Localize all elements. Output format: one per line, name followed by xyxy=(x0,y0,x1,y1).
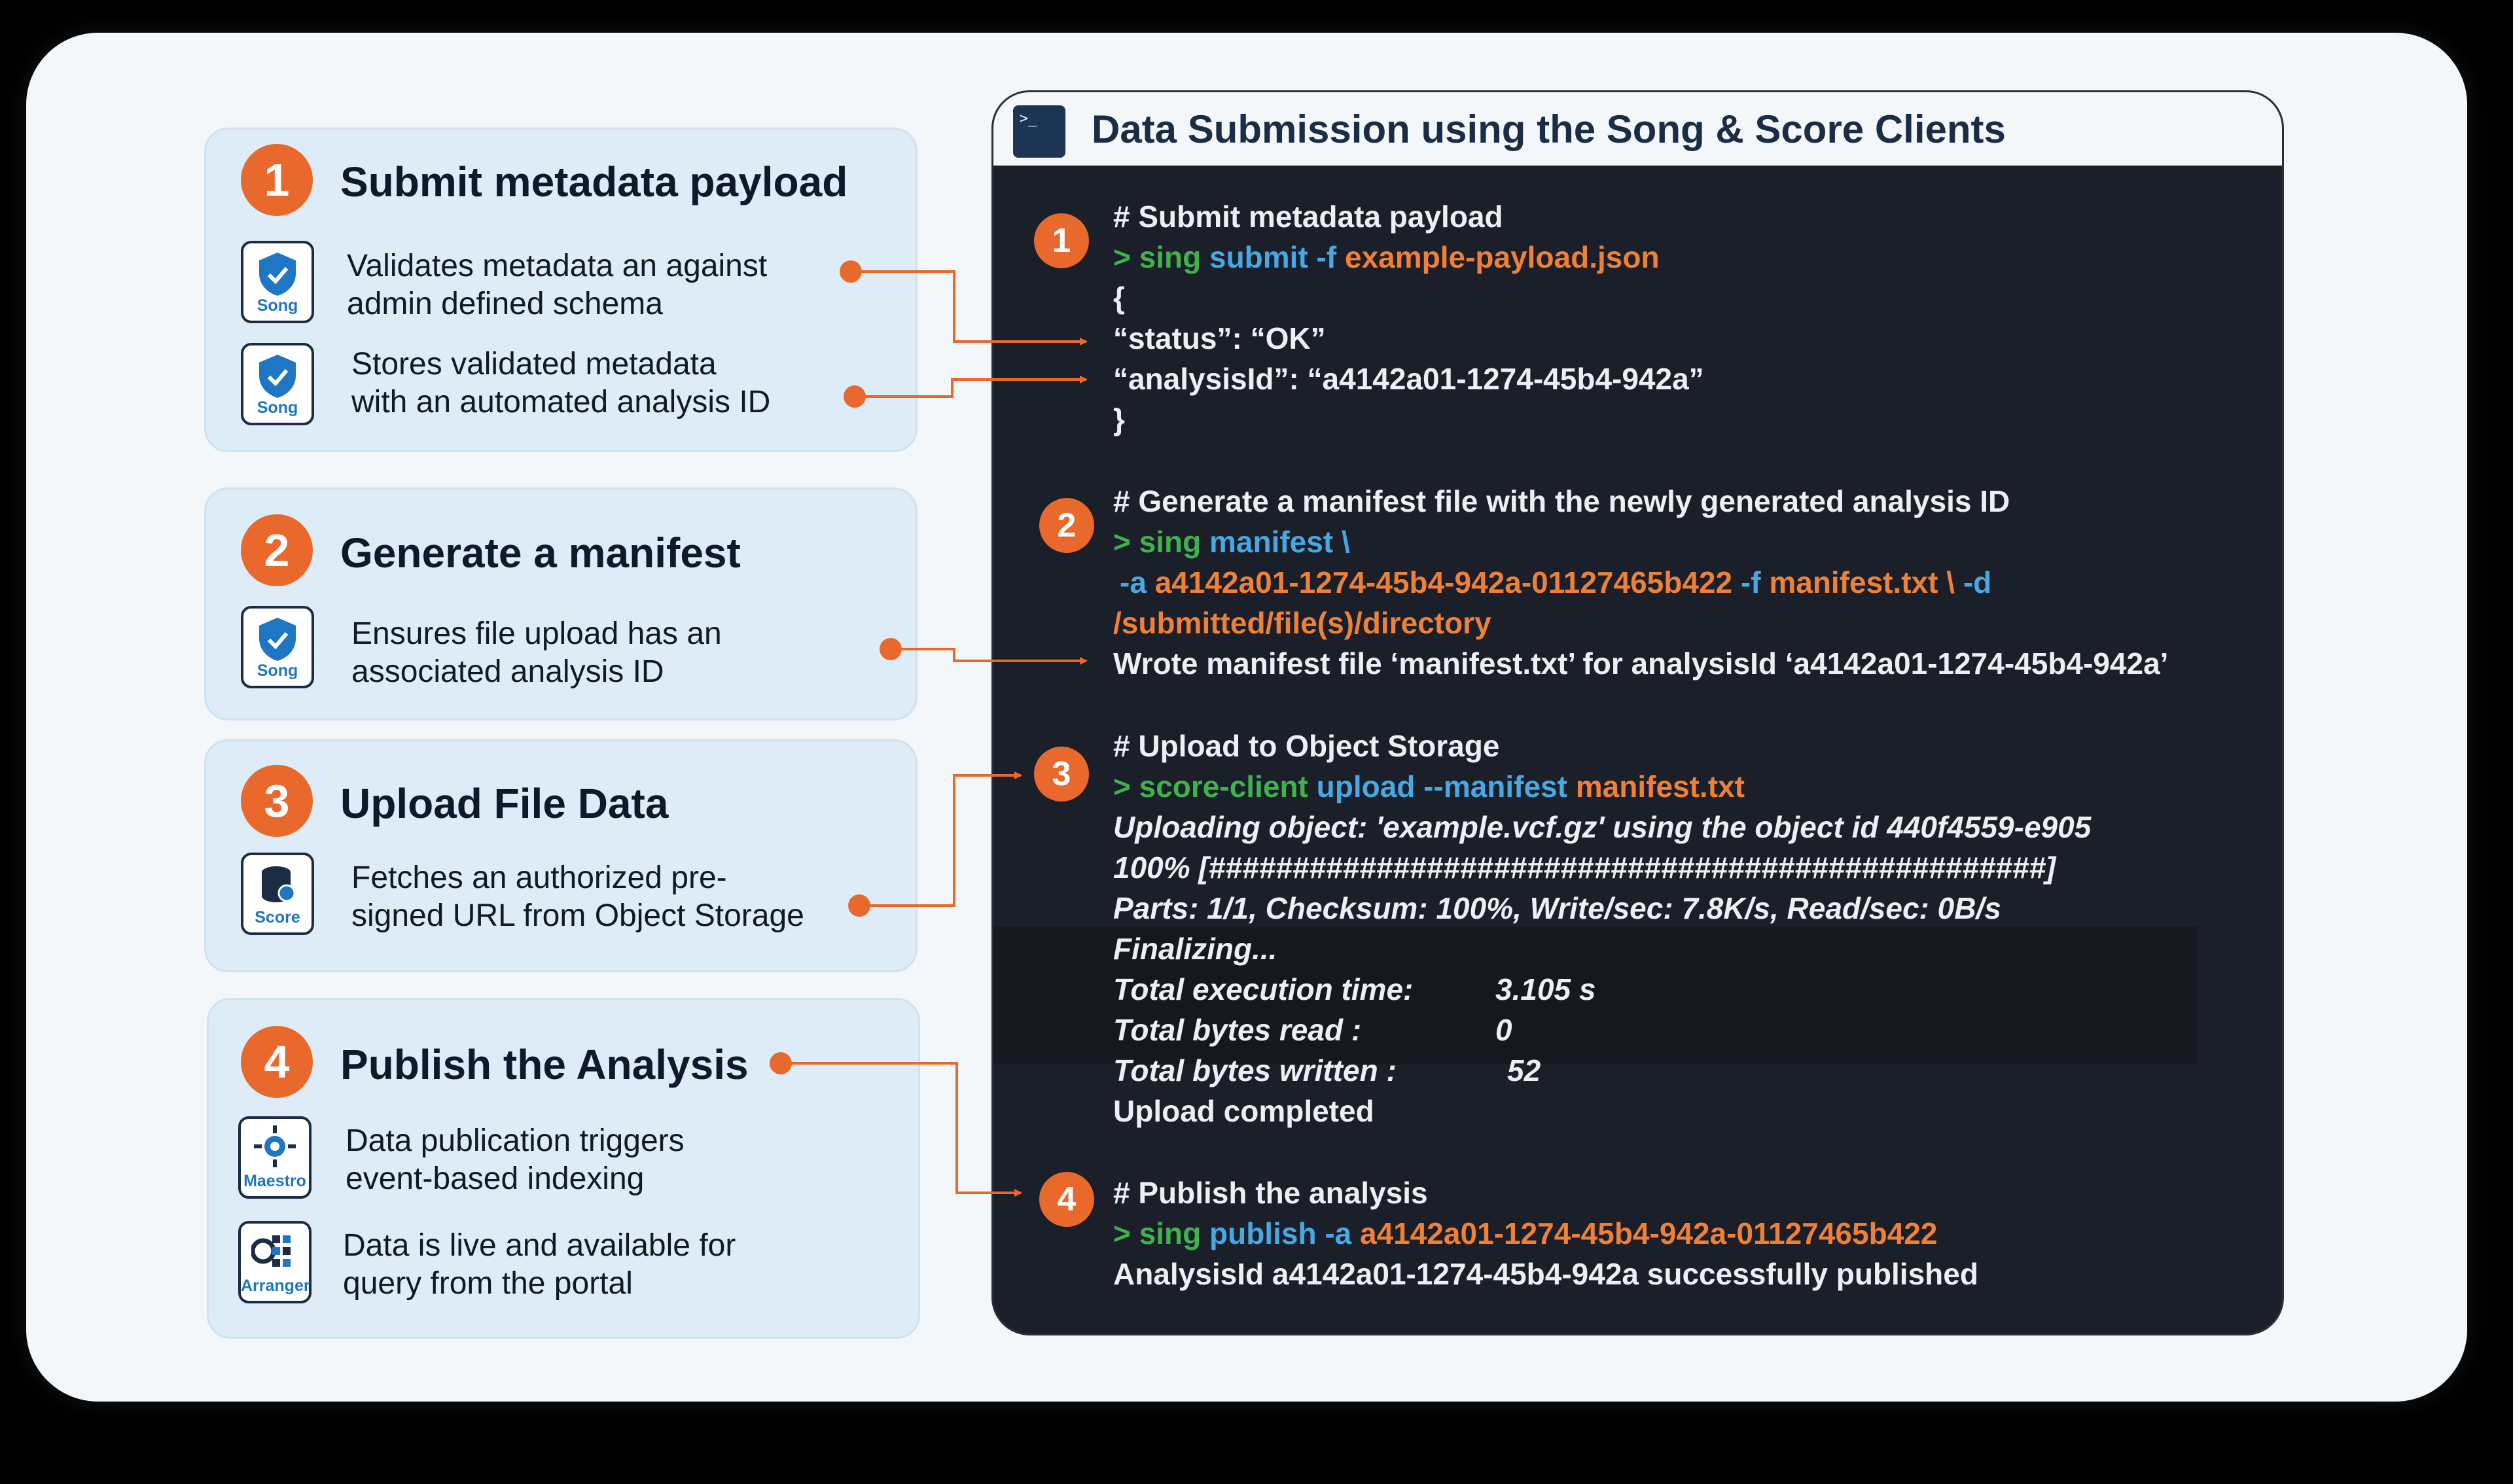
step-card-submit: 1 Submit metadata payload Song Validates… xyxy=(204,128,918,452)
badge-label: Song xyxy=(257,398,298,417)
stat-value: 52 xyxy=(1507,1053,1541,1087)
output-line: { xyxy=(1113,281,1125,315)
description-line: associated analysis ID xyxy=(351,654,664,689)
step-card-upload: 3 Upload File Data Score Fetches an auth… xyxy=(204,739,918,972)
step-description: Ensures file upload has an associated an… xyxy=(351,615,722,691)
stat-value: 0 xyxy=(1495,1013,1512,1047)
description-line: Fetches an authorized pre- xyxy=(351,860,727,895)
terminal-header: >_ Data Submission using the Song & Scor… xyxy=(993,92,2282,168)
badge-label: Song xyxy=(257,296,298,315)
command-line: /submitted/file(s)/directory xyxy=(1113,606,1491,640)
comment-line: # Upload to Object Storage xyxy=(1113,729,1500,763)
connector-line xyxy=(851,270,1088,345)
description-line: with an automated analysis ID xyxy=(351,385,771,419)
output-line: AnalysisId a4142a01-1274-45b4-942a succe… xyxy=(1113,1257,1978,1291)
output-line: “status”: “OK” xyxy=(1113,321,1326,355)
stat-label: Total bytes read : xyxy=(1113,1013,1362,1047)
comment-line: # Submit metadata payload xyxy=(1113,200,1503,234)
step-description: Stores validated metadata with an automa… xyxy=(351,345,770,421)
output-line: Upload completed xyxy=(1113,1094,1374,1128)
step-title: Upload File Data xyxy=(340,780,669,827)
badge-label: Arranger xyxy=(241,1277,310,1295)
output-line: Wrote manifest file ‘manifest.txt’ for a… xyxy=(1113,646,2169,680)
description-line: query from the portal xyxy=(343,1266,633,1301)
output-line: Finalizing... xyxy=(1113,932,1277,966)
score-icon: Score xyxy=(241,853,314,935)
description-line: admin defined schema xyxy=(347,287,663,321)
maestro-icon: Maestro xyxy=(238,1116,312,1199)
step-number: 3 xyxy=(241,765,313,837)
connector-line xyxy=(855,376,1088,398)
description-line: Data is live and available for xyxy=(343,1228,736,1263)
description-line: Data publication triggers xyxy=(346,1123,685,1158)
step-title: Publish the Analysis xyxy=(340,1041,749,1088)
description-line: signed URL from Object Storage xyxy=(351,898,804,933)
badge-label: Song xyxy=(257,662,298,680)
connector-line xyxy=(781,1062,1022,1197)
song-icon: Song xyxy=(241,343,314,425)
connector-line xyxy=(891,648,1088,665)
terminal-icon: >_ xyxy=(1013,105,1065,158)
command-line: > sing manifest \ xyxy=(1113,525,1350,559)
step-number: 2 xyxy=(241,514,313,586)
description-line: Validates metadata an against xyxy=(347,249,768,283)
comment-line: # Publish the analysis xyxy=(1113,1176,1428,1210)
step-number: 1 xyxy=(241,144,313,216)
step-card-manifest: 2 Generate a manifest Song Ensures file … xyxy=(204,487,918,720)
terminal-step-number: 4 xyxy=(1039,1172,1094,1227)
description-line: Stores validated metadata xyxy=(351,347,717,381)
command-line: > score-client upload --manifest manifes… xyxy=(1113,769,1745,804)
command-line: > sing publish -a a4142a01-1274-45b4-942… xyxy=(1113,1216,1938,1250)
step-description: Validates metadata an against admin defi… xyxy=(347,247,767,323)
terminal-step-number: 1 xyxy=(1034,213,1089,268)
terminal-step-number: 3 xyxy=(1034,747,1089,802)
step-number: 4 xyxy=(241,1026,313,1098)
description-line: event-based indexing xyxy=(346,1161,645,1196)
stat-label: Total execution time: xyxy=(1113,972,1414,1006)
song-icon: Song xyxy=(241,241,314,323)
step-description: Data is live and available for query fro… xyxy=(343,1227,736,1303)
step-description: Data publication triggers event-based in… xyxy=(346,1122,685,1198)
terminal-step-number: 2 xyxy=(1039,498,1094,553)
output-highlight xyxy=(993,927,2198,1064)
step-description: Fetches an authorized pre- signed URL fr… xyxy=(351,859,804,935)
description-line: Ensures file upload has an xyxy=(351,616,722,651)
output-line: Uploading object: 'example.vcf.gz' using… xyxy=(1113,810,2092,844)
output-line: “analysisId”: “a4142a01-1274-45b4-942a” xyxy=(1113,362,1704,396)
stat-label: Total bytes written : xyxy=(1113,1053,1397,1087)
arranger-icon: Arranger xyxy=(238,1221,312,1303)
step-title: Generate a manifest xyxy=(340,529,741,576)
output-line: } xyxy=(1113,402,1125,436)
connector-line xyxy=(859,771,1022,907)
badge-label: Maestro xyxy=(243,1172,306,1190)
stat-value: 3.105 s xyxy=(1495,972,1596,1006)
badge-label: Score xyxy=(255,908,300,927)
command-line: -a a4142a01-1274-45b4-942a-01127465b422 … xyxy=(1120,565,1992,599)
comment-line: # Generate a manifest file with the newl… xyxy=(1113,484,2010,518)
terminal-window: >_ Data Submission using the Song & Scor… xyxy=(991,90,2284,1335)
output-line: 100% [##################################… xyxy=(1113,851,2056,885)
step-card-publish: 4 Publish the Analysis Maestro Data publ… xyxy=(207,998,920,1339)
step-title: Submit metadata payload xyxy=(340,158,848,205)
command-line: > sing submit -f example-payload.json xyxy=(1113,240,1660,274)
output-line: Parts: 1/1, Checksum: 100%, Write/sec: 7… xyxy=(1113,891,2001,925)
song-icon: Song xyxy=(241,606,314,688)
terminal-title: Data Submission using the Song & Score C… xyxy=(1092,107,2006,151)
